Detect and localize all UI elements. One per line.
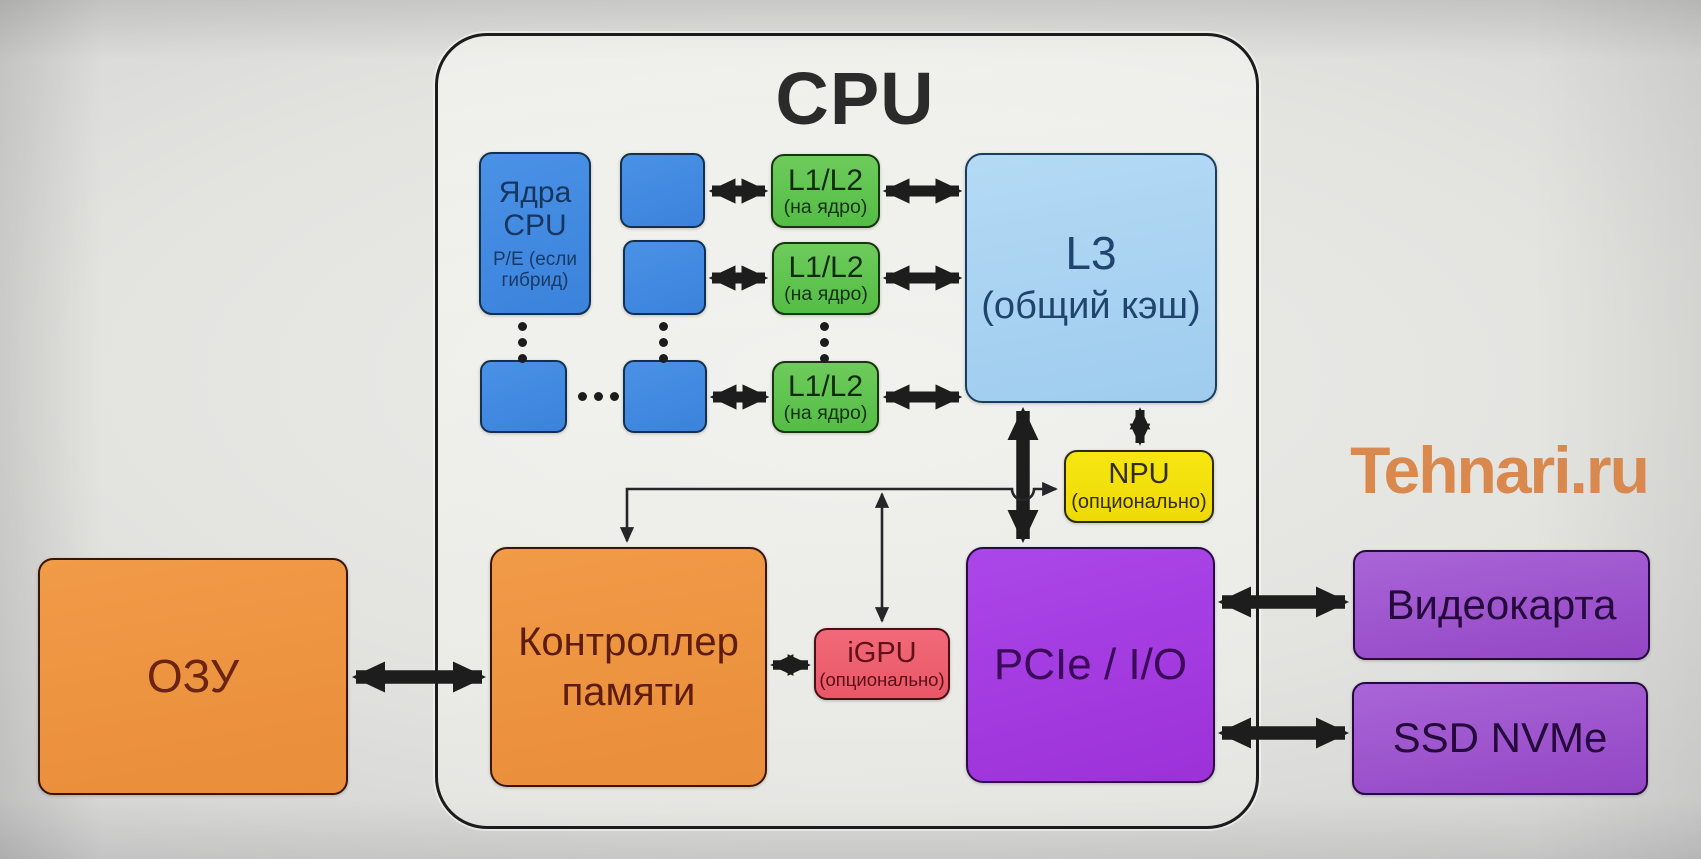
cpu-cores-subtitle: P/E (если гибрид) [493,248,577,291]
l3-title: L3 [1065,227,1117,280]
dot [518,322,527,331]
dot [820,338,829,347]
cpu-core-square-1 [620,153,705,228]
cpu-cores-title: Ядра CPU [498,175,572,242]
l1l2-cache-block-3: L1/L2 (на ядро) [772,361,879,433]
cpu-core-square-2 [623,240,706,315]
dot [659,338,668,347]
cpu-title: CPU [775,57,935,140]
l1l2-subtitle-1: (на ядро) [783,195,868,218]
cpu-core-square-4 [623,360,707,433]
memory-controller-title: Контроллер памяти [518,620,739,714]
ellipsis-cores-row [578,392,619,401]
l1l2-cache-block-2: L1/L2 (на ядро) [772,242,880,315]
l1l2-title-3: L1/L2 [787,369,864,403]
video-card-block: Видеокарта [1353,550,1650,660]
l1l2-cache-block-1: L1/L2 (на ядро) [771,154,880,228]
l1l2-title-1: L1/L2 [787,163,864,197]
l1l2-title-2: L1/L2 [788,251,864,285]
ssd-block: SSD NVMe [1352,682,1648,795]
npu-subtitle: (опционально) [1071,491,1207,514]
ellipsis-cores-column2 [659,322,668,363]
ellipsis-cores-column1 [518,322,527,363]
ram-block: ОЗУ [38,558,348,795]
dot [518,338,527,347]
igpu-subtitle: (опционально) [819,668,945,690]
dot [578,392,587,401]
memory-controller-block: Контроллер памяти [490,547,767,787]
l3-subtitle: (общий кэш) [981,285,1201,328]
ssd-title: SSD NVMe [1392,714,1608,762]
ellipsis-l1l2-column [820,322,829,363]
dot [659,322,668,331]
cpu-core-square-3 [480,360,567,433]
dot [820,322,829,331]
l1l2-subtitle-3: (на ядро) [783,401,868,424]
dot [610,392,619,401]
dot [594,392,603,401]
l3-cache-block: L3 (общий кэш) [965,153,1217,403]
cpu-cores-label-block: Ядра CPU P/E (если гибрид) [479,152,591,315]
pcie-io-title: PCIe / I/O [993,639,1188,689]
video-card-title: Видеокарта [1386,580,1617,628]
l1l2-subtitle-2: (на ядро) [784,283,868,306]
dot [518,354,527,363]
igpu-block: iGPU (опционально) [814,628,950,700]
dot [820,354,829,363]
igpu-title: iGPU [847,636,917,669]
ram-title: ОЗУ [146,650,240,703]
npu-title: NPU [1108,458,1170,491]
watermark-text: Tehnari.ru [1350,433,1650,507]
pcie-io-block: PCIe / I/O [966,547,1215,783]
dot [659,354,668,363]
npu-block: NPU (опционально) [1064,450,1214,523]
